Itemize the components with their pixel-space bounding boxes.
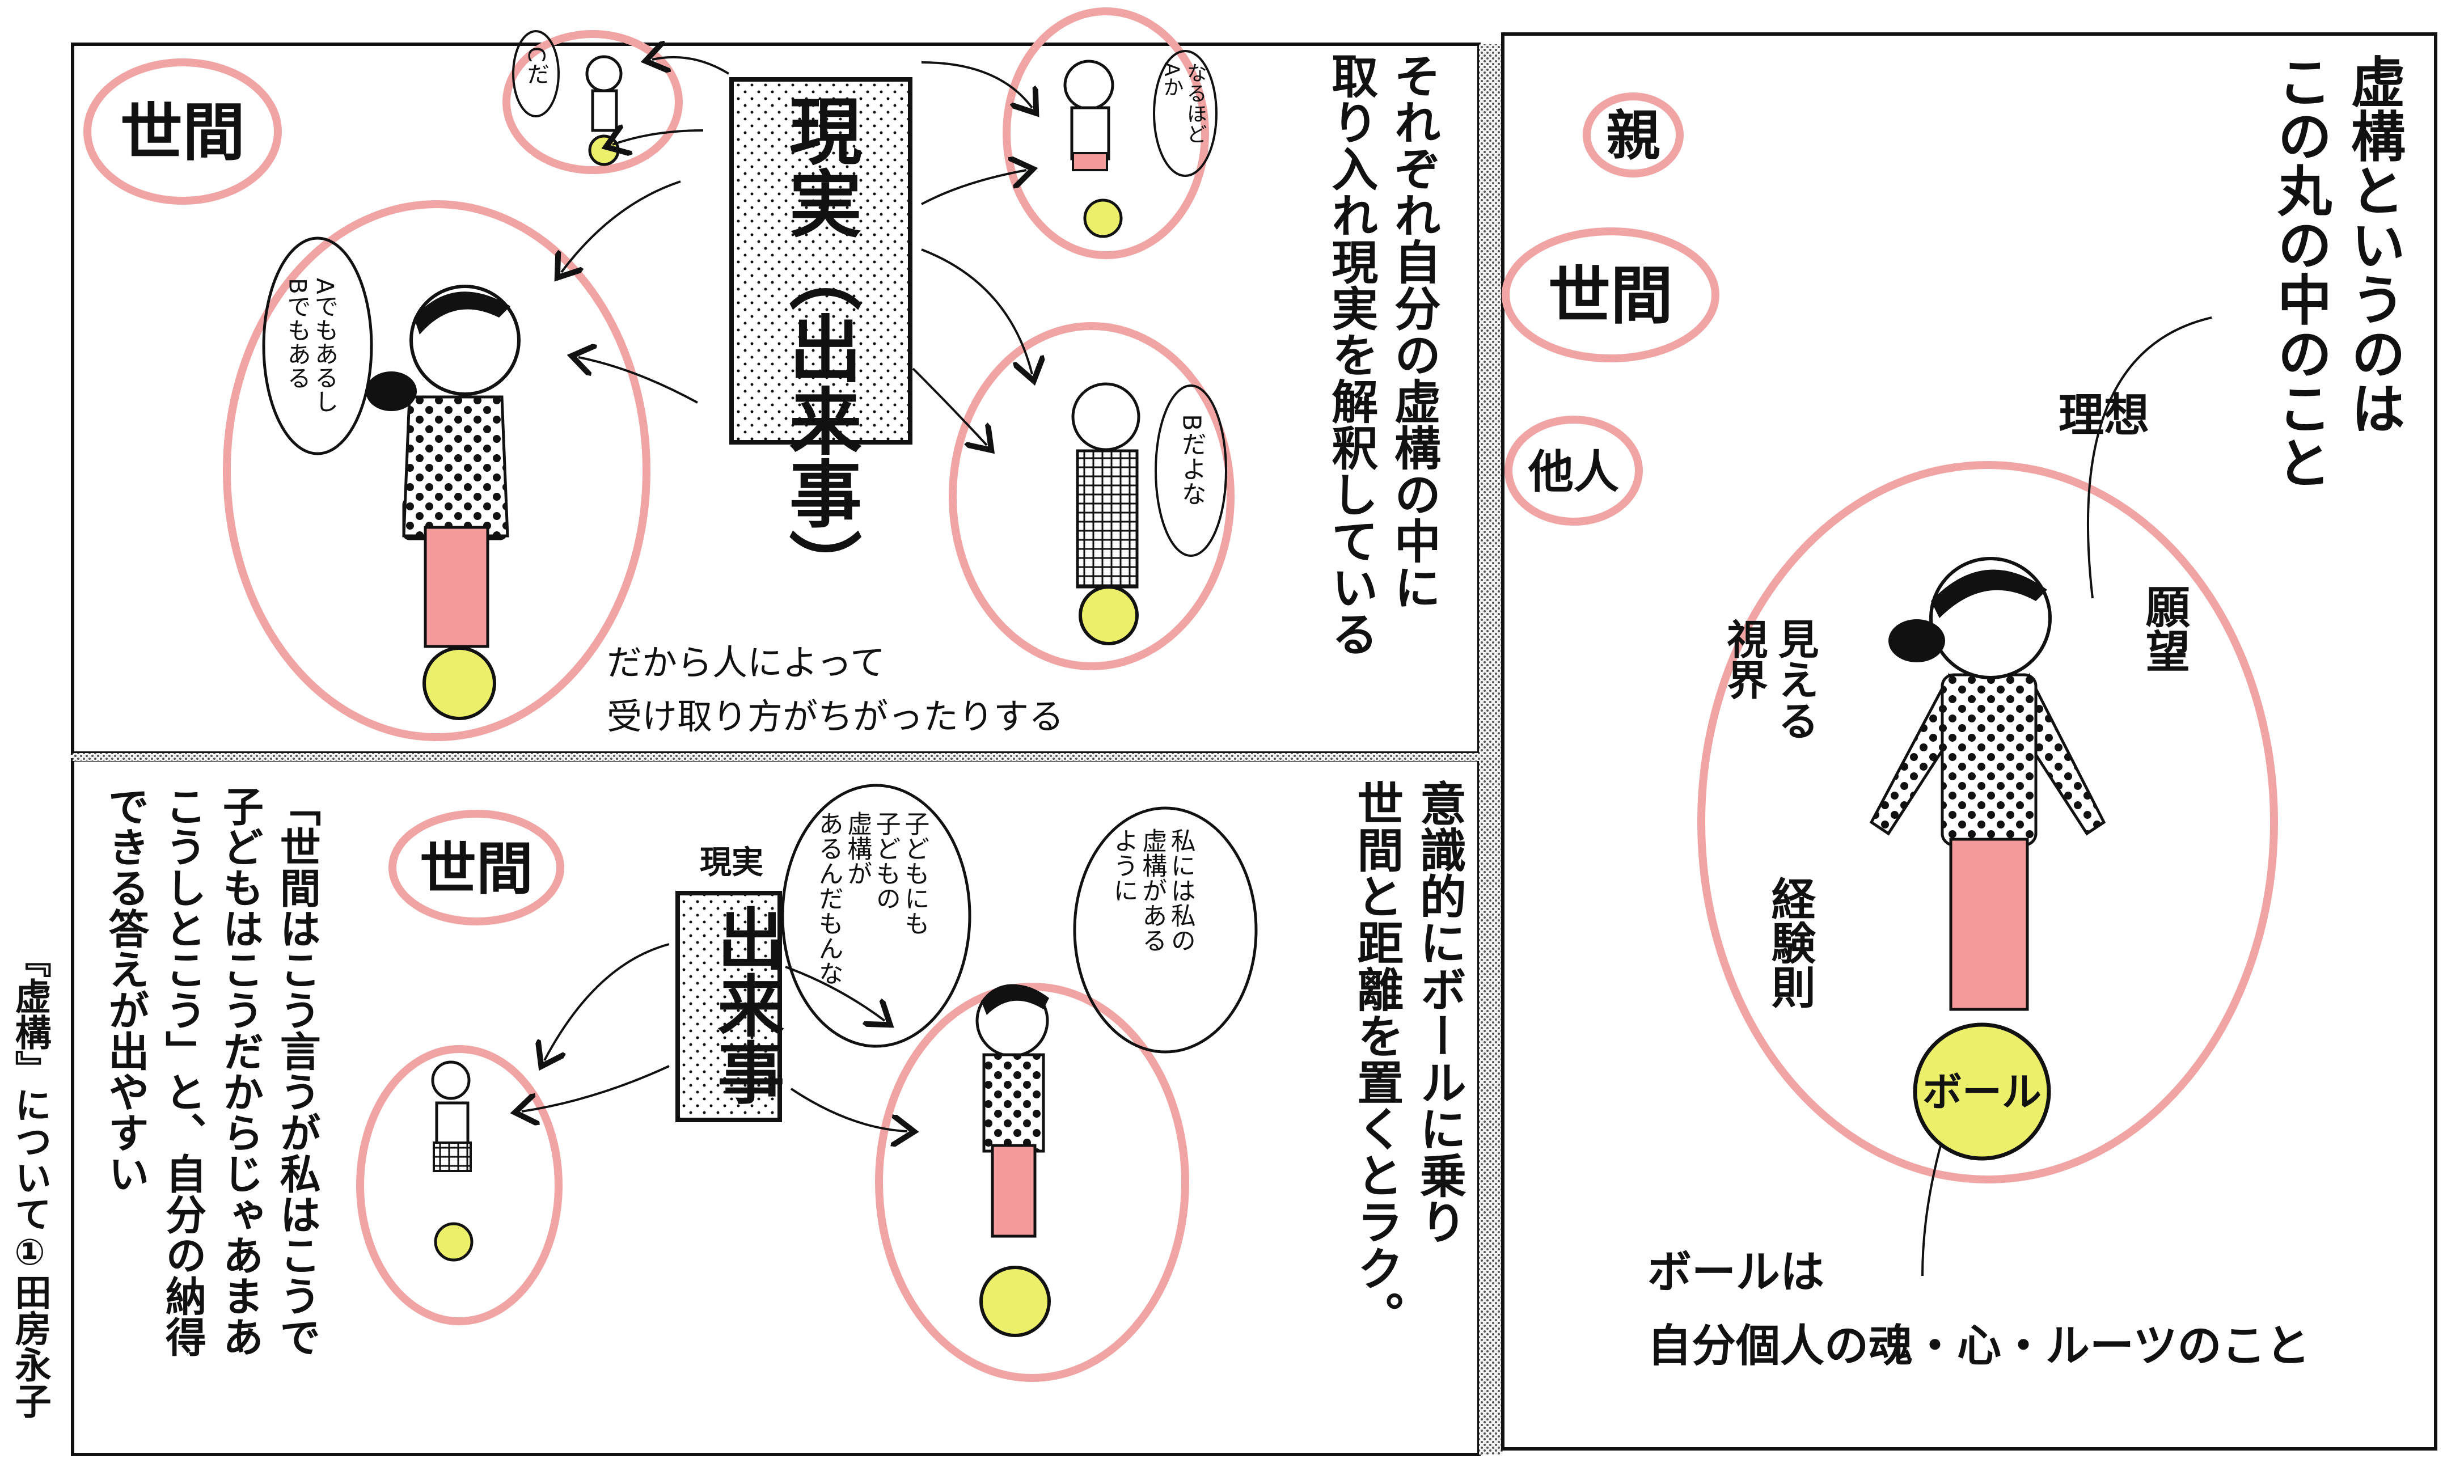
panel-gutter-v (1479, 44, 1503, 1455)
ganbou-label: 願望 (2138, 584, 2190, 673)
panel-2: 世間 現実 (356, 784, 1258, 1382)
shikai-label: 見える 視界 (1720, 618, 1819, 741)
bubble-woman-text: なるほど Aか (1160, 62, 1207, 144)
dekigoto-box-label: 出来事 (705, 904, 784, 1105)
c-ring (502, 30, 683, 174)
main-girl-figure (1869, 557, 2106, 1161)
genjitsu-label-2: 現実 (700, 844, 763, 881)
leader-line-top (2086, 316, 2212, 599)
bubble-girl-1-text: Aでもあるし Bでもある (284, 278, 339, 413)
bubble-girl-1 (262, 236, 373, 455)
dekigoto-box (675, 891, 782, 1122)
panel-3: 親 世間 他人 ボール 理想 ボールは 自分個人の魂・心・ルーツのこと (1502, 92, 2310, 1372)
bubble-man (1155, 384, 1227, 557)
child-ring (356, 1045, 563, 1325)
bubble-woman (1153, 50, 1218, 177)
panel-1-vertical-caption: それぞれ自分の虚構の中に 取り入れ現実を解釈している (1323, 52, 1440, 657)
panel-2-arrows (522, 943, 907, 1131)
ball-caption-1: ボールは (1647, 1247, 1824, 1298)
credit: 『虚構』について①田房永子 (9, 941, 51, 1419)
caption-bottom-2: 受け取り方がちがったりする (607, 696, 1064, 737)
kyokou-ring (1697, 461, 2278, 1183)
seken-label-1: 世間 (120, 96, 245, 169)
bubble-right-2 (1073, 806, 1258, 1054)
bubble-right-2-text: 私には私の 虚構がある ように (1109, 828, 1195, 953)
panel-1: 世間 (83, 7, 1235, 741)
seken-ring-1 (83, 58, 282, 205)
panel-3-frame (1501, 32, 2437, 1451)
seken-label-2: 世間 (420, 836, 533, 902)
bubble-c-text: Cだ (523, 46, 549, 85)
girl-ring-1 (223, 200, 650, 741)
oya-ring (1583, 92, 1684, 177)
panel-1-arrows (561, 57, 1032, 445)
caption-bottom-1: だから人によって (607, 642, 885, 683)
ball-label: ボール (1922, 1069, 2042, 1115)
c-person-figure (585, 55, 623, 166)
panel-2-right-caption: 意識的にボールに乗り 世間と距離を置くとラク。 (1349, 780, 1466, 1338)
keiken-label: 経験則 (1764, 876, 1815, 1009)
mother-ring (875, 983, 1189, 1382)
ball-caption-2: 自分個人の魂・心・ルーツのこと (1647, 1321, 2310, 1372)
woman-figure (1063, 60, 1123, 238)
seken-label-3: 世間 (1548, 260, 1673, 332)
girl-figure-1 (366, 285, 521, 720)
bubble-left-2 (781, 784, 971, 1048)
tanin-ring (1504, 416, 1643, 526)
riso-label: 理想 (2059, 389, 2149, 442)
tanin-label: 他人 (1528, 446, 1619, 498)
panel-3-title: 虚構というのは この丸の中のこと (2268, 54, 2406, 489)
man-figure (1071, 382, 1140, 645)
woman-ring (1003, 7, 1209, 259)
bubble-left-2-text: 子どもにも 子どもの 虚構が あるんだもんな (814, 811, 929, 986)
panel-frames (71, 32, 2437, 1456)
man-ring (949, 322, 1235, 670)
oya-label: 親 (1606, 105, 1660, 167)
child-figure (431, 1060, 474, 1262)
bubble-c (512, 30, 560, 117)
seken-ring-3 (1502, 227, 1719, 362)
ball-circle (1913, 1022, 2051, 1161)
genjitsu-box (729, 77, 912, 445)
seken-ring-2 (388, 810, 564, 925)
panel-gutter-h (73, 753, 1479, 761)
genjitsu-box-label: 現実（出来事） (776, 94, 861, 602)
mother-figure (975, 984, 1051, 1337)
bubble-man-text: Bだよな (1177, 414, 1206, 506)
panel-2-left-caption: 「世間はこう言うが私はこうで 子どもはこうだからじゃあまあ こうしとこう」と、自… (101, 785, 321, 1357)
